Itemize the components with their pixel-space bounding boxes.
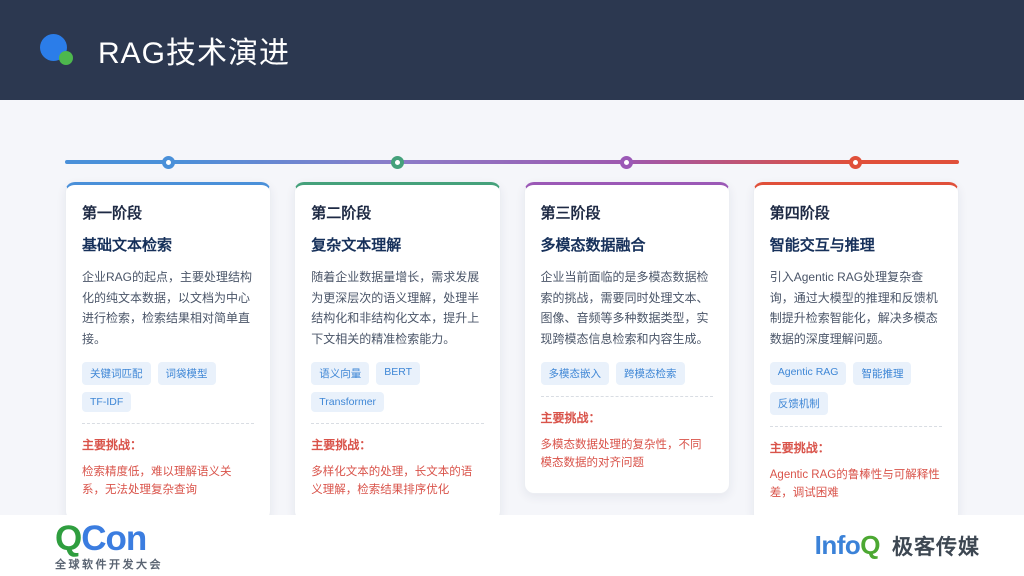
timeline-node [161, 155, 175, 169]
challenge-text: 多样化文本的处理，长文本的语义理解，检索结果排序优化 [311, 465, 473, 497]
dashed-divider [540, 395, 713, 397]
stage-description: 企业RAG的起点，主要处理结构化的纯文本数据，以文档为中心进行检索，检索结果相对… [82, 270, 253, 346]
challenge-label: 主要挑战： [769, 440, 830, 455]
qcon-logo: QCon 全球软件开发大会 [55, 521, 163, 571]
dashed-divider [769, 425, 942, 427]
stage-cards-row: 第一阶段 基础文本检索 企业RAG的起点，主要处理结构化的纯文本数据，以文档为中… [65, 182, 959, 525]
challenge-text: 检索精度低，难以理解语义关系，无法处理复杂查询 [82, 465, 232, 497]
infoq-wordmark: InfoQ [814, 530, 881, 561]
infoq-info-letters: Info [814, 530, 861, 560]
tag-list: 多模态嵌入跨模态检索 [540, 361, 713, 385]
logo-green-circle-icon [59, 51, 73, 65]
infoq-brand-text: 极客传媒 [892, 535, 980, 559]
stage-title: 多模态数据融合 [540, 237, 646, 254]
header-bar: RAG技术演进 [0, 0, 1024, 100]
stage-description: 随着企业数据量增长，需求发展为更深层次的语义理解，处理半结构化和非结构化文本，提… [311, 270, 480, 346]
stage-card: 第一阶段 基础文本检索 企业RAG的起点，主要处理结构化的纯文本数据，以文档为中… [65, 182, 272, 522]
tag-chip: 语义向量 [311, 361, 370, 385]
stage-card: 第二阶段 复杂文本理解 随着企业数据量增长，需求发展为更深层次的语义理解，处理半… [294, 182, 501, 522]
app-logo-icon [40, 30, 80, 70]
stage-description: 引入Agentic RAG处理复杂查询，通过大模型的推理和反馈机制提升检索智能化… [769, 270, 938, 346]
main-content: 第一阶段 基础文本检索 企业RAG的起点，主要处理结构化的纯文本数据，以文档为中… [0, 151, 1024, 525]
timeline-nodes [65, 151, 959, 173]
timeline-cell [65, 151, 271, 173]
qcon-con-letters: Con [81, 518, 147, 558]
timeline-cell [753, 151, 959, 173]
challenge-text: 多模态数据处理的复杂性，不同模态数据的对齐问题 [540, 438, 702, 470]
qcon-subtitle: 全球软件开发大会 [55, 558, 163, 571]
timeline-cell [524, 151, 730, 173]
stage-title: 复杂文本理解 [311, 237, 402, 254]
tag-chip: TF-IDF [82, 391, 132, 412]
stage-label: 第二阶段 [311, 205, 372, 222]
footer-bar: QCon 全球软件开发大会 InfoQ 极客传媒 [0, 515, 1024, 576]
challenge-label: 主要挑战： [540, 410, 601, 425]
qcon-q-letter: Q [55, 518, 82, 558]
tag-chip: 智能推理 [853, 361, 912, 385]
stage-card: 第三阶段 多模态数据融合 企业当前面临的是多模态数据检索的挑战，需要同时处理文本… [523, 182, 730, 495]
timeline-node [390, 155, 404, 169]
dashed-divider [82, 422, 255, 424]
stage-label: 第一阶段 [82, 205, 143, 222]
tag-chip: Transformer [311, 391, 385, 412]
timeline-node [620, 155, 634, 169]
tag-chip: Agentic RAG [769, 361, 847, 385]
qcon-wordmark: QCon [55, 521, 163, 556]
stage-description: 企业当前面临的是多模态数据检索的挑战，需要同时处理文本、图像、音频等多种数据类型… [540, 270, 709, 346]
timeline-line [65, 160, 959, 164]
tag-chip: 反馈机制 [769, 391, 828, 415]
timeline-cell [294, 151, 500, 173]
timeline [65, 151, 959, 173]
dashed-divider [311, 422, 484, 424]
page-title: RAG技术演进 [98, 37, 291, 70]
challenge-label: 主要挑战： [82, 437, 143, 452]
challenge-text: Agentic RAG的鲁棒性与可解释性差，调试困难 [769, 468, 940, 500]
infoq-q-letter: Q [860, 530, 880, 560]
tag-chip: 多模态嵌入 [540, 361, 609, 385]
tag-chip: 跨模态检索 [616, 361, 685, 385]
stage-label: 第四阶段 [769, 205, 830, 222]
timeline-node [849, 155, 863, 169]
tag-chip: 词袋模型 [157, 361, 216, 385]
stage-title: 基础文本检索 [82, 237, 173, 254]
tag-list: 关键词匹配词袋模型 TF-IDF [82, 361, 254, 412]
stage-card: 第四阶段 智能交互与推理 引入Agentic RAG处理复杂查询，通过大模型的推… [752, 182, 959, 525]
tag-chip: 关键词匹配 [82, 361, 151, 385]
infoq-logo: InfoQ 极客传媒 [815, 530, 980, 561]
stage-title: 智能交互与推理 [769, 237, 875, 254]
stage-label: 第三阶段 [540, 205, 601, 222]
tag-chip: BERT [376, 361, 421, 385]
challenge-label: 主要挑战： [311, 437, 372, 452]
